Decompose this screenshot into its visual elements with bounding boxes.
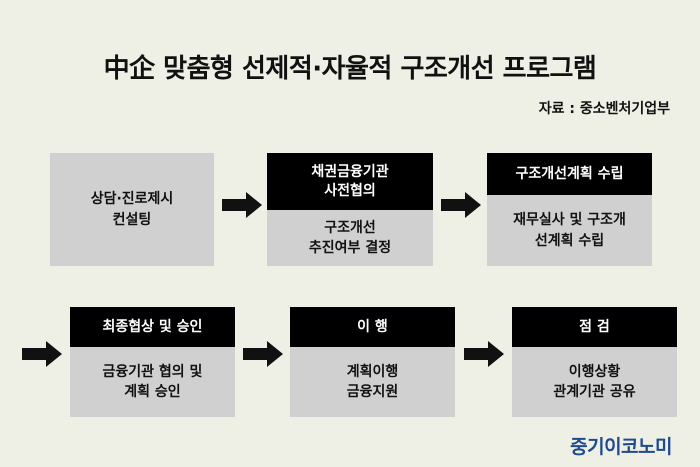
arrow-right-icon	[222, 192, 262, 218]
step-creditor-prior-consultation-body: 구조개선 추진여부 결정	[267, 210, 433, 266]
source-note: 자료 : 중소벤처기업부	[538, 101, 670, 117]
step-inspection-body: 이행상황 관계기관 공유	[512, 347, 677, 417]
brand-logo: 중기이코노미	[570, 436, 672, 458]
step-implementation-header: 이 행	[290, 307, 455, 347]
arrow-right-icon	[464, 341, 504, 367]
arrow-right-icon	[441, 192, 481, 218]
arrow-right-icon	[22, 341, 62, 367]
step-final-negotiation-body: 금융기관 협의 및 계획 승인	[70, 347, 235, 417]
arrow-right-icon	[243, 341, 283, 367]
step-final-negotiation-header: 최종협상 및 승인	[70, 307, 235, 347]
step-inspection-header: 점 검	[512, 307, 677, 347]
step-restructuring-plan-header: 구조개선계획 수립	[487, 153, 652, 195]
page-title: 中企 맞춤형 선제적·자율적 구조개선 프로그램	[103, 54, 597, 84]
step-implementation-body: 계획이행 금융지원	[290, 347, 455, 417]
step-restructuring-plan-body: 재무실사 및 구조개 선계획 수립	[487, 195, 652, 266]
step-creditor-prior-consultation-header: 채권금융기관 사전협의	[267, 153, 433, 210]
step-consulting-box: 상담·진로제시 컨설팅	[50, 153, 214, 266]
